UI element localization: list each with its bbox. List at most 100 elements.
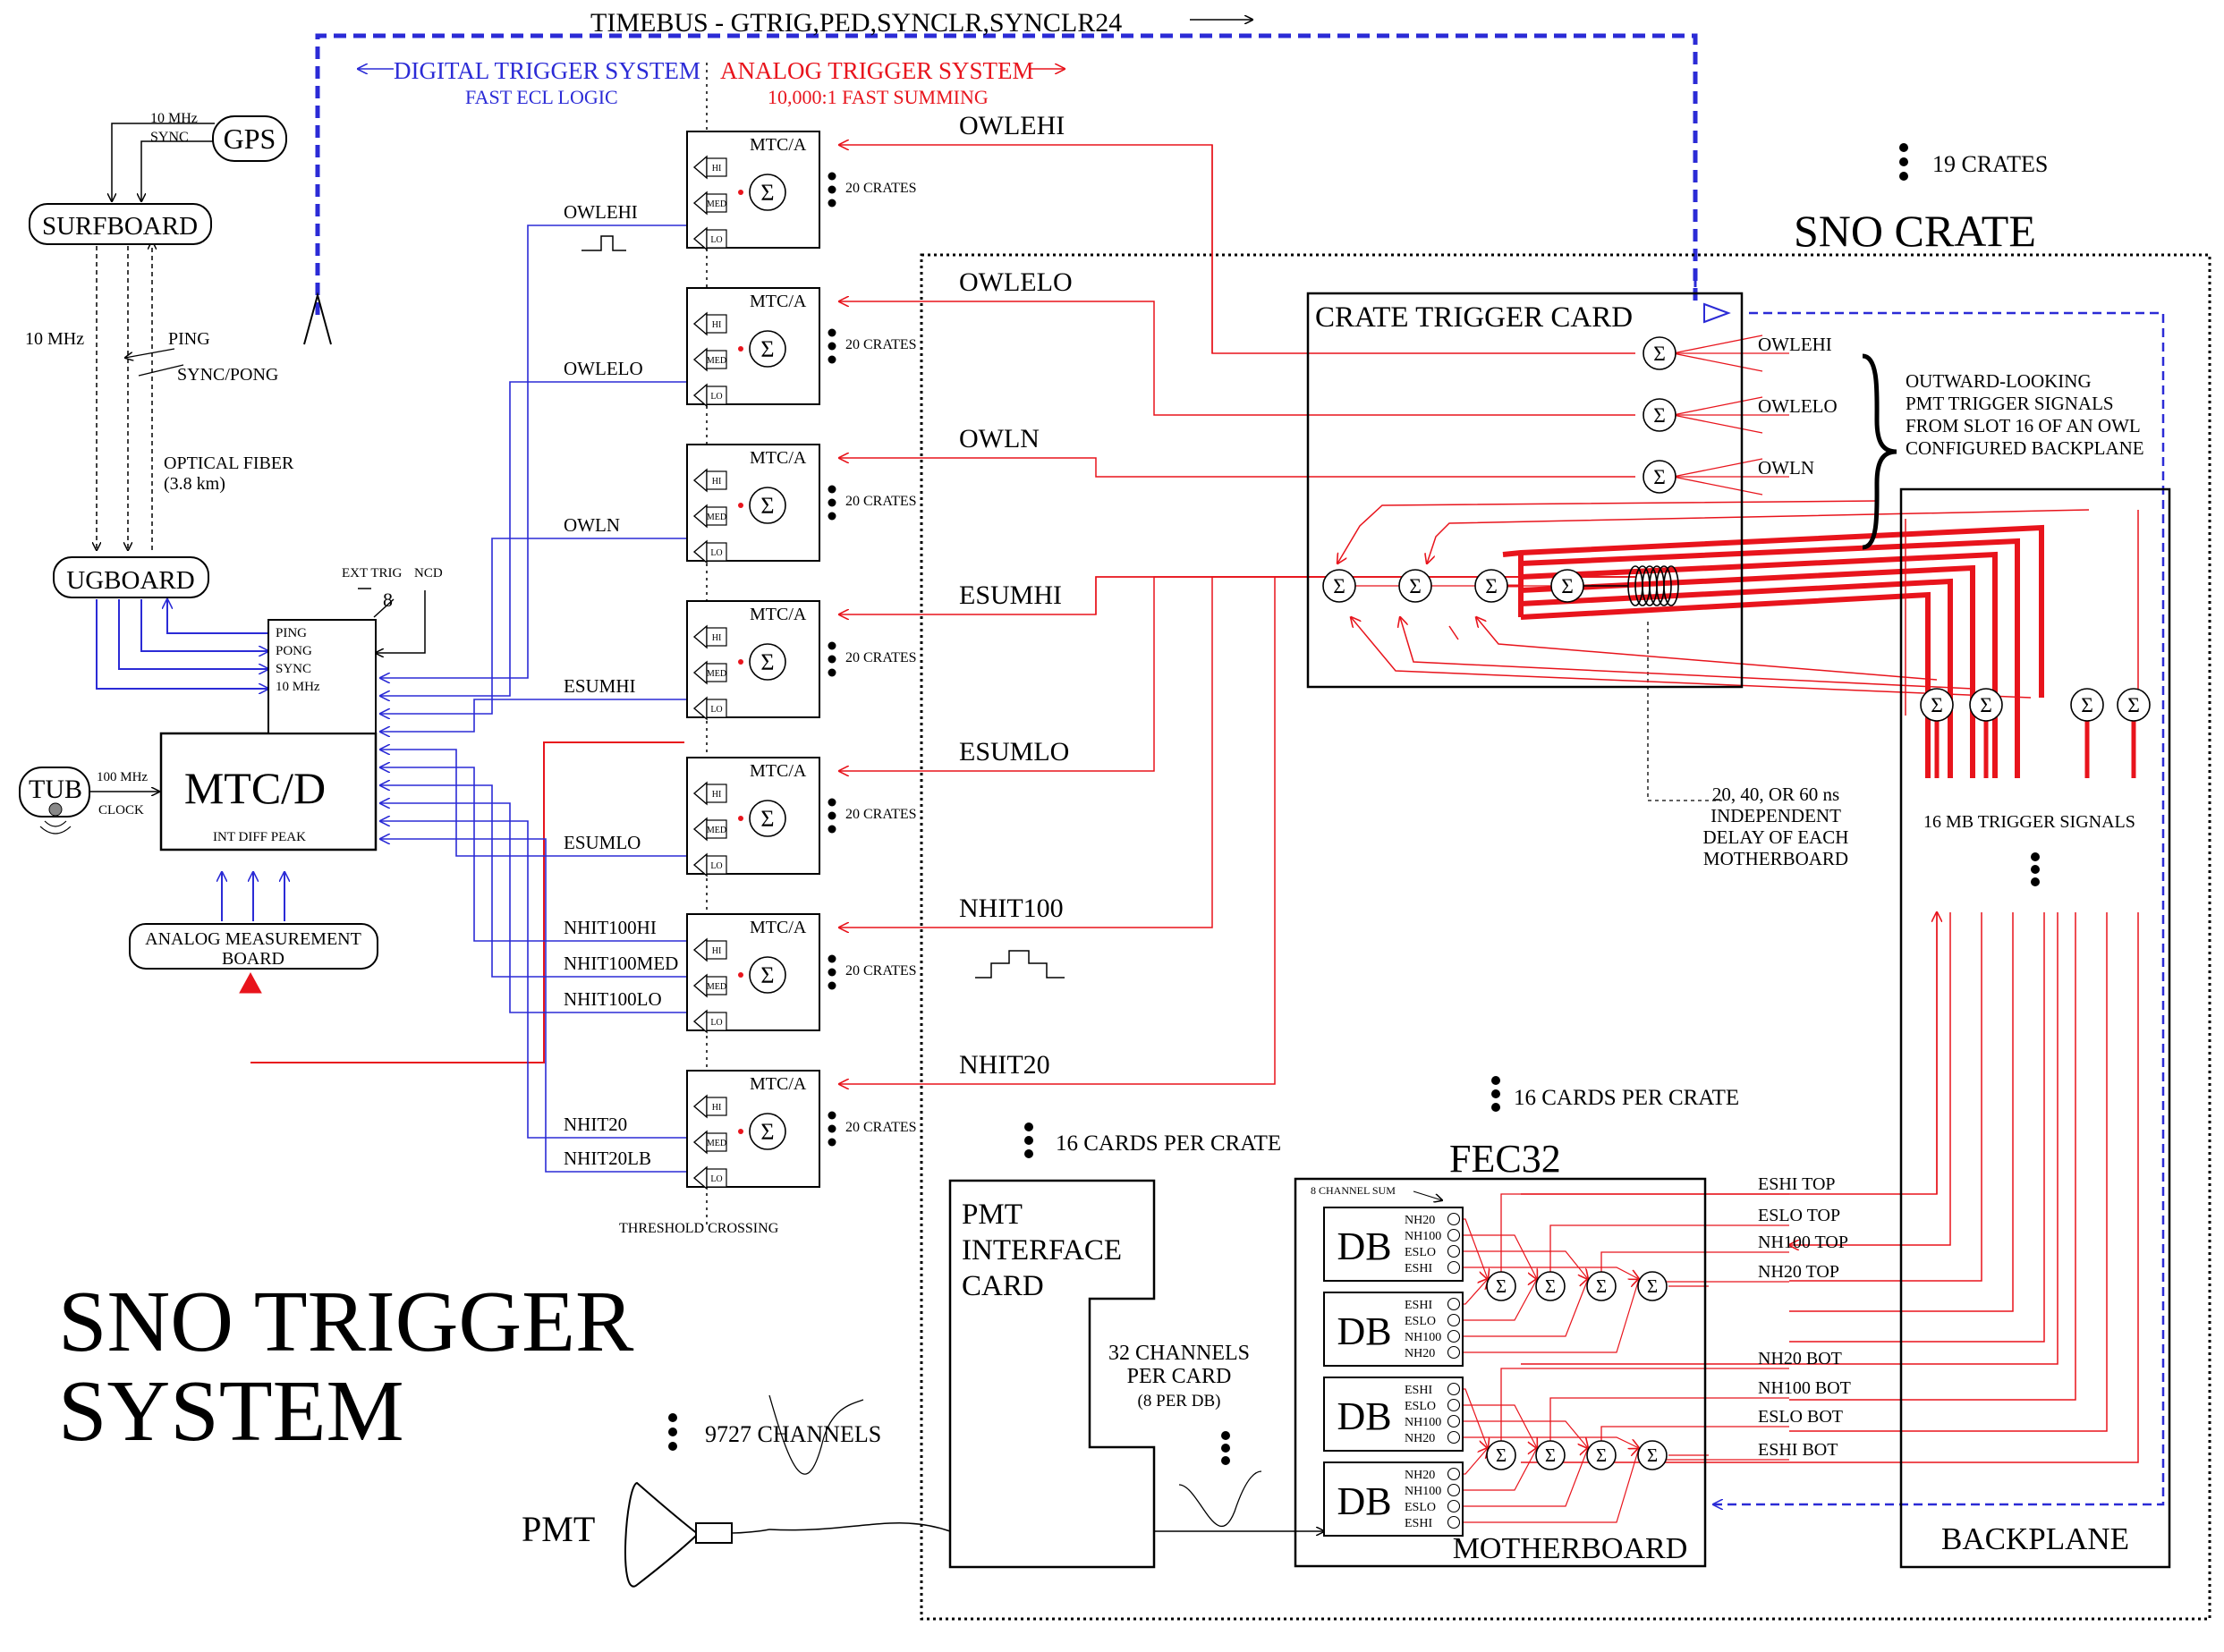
db-signal-label: ESHI — [1405, 1262, 1432, 1275]
pmt-bulb-icon — [624, 1481, 700, 1588]
sigma-symbol: Σ — [760, 649, 774, 675]
digital-trigger-wire — [380, 538, 687, 714]
ctc-esum-node — [1550, 569, 1584, 603]
comparator-level-box — [706, 157, 727, 177]
comparator-level-box — [706, 1132, 727, 1152]
crates-dot — [828, 655, 836, 664]
owl-sum-node — [1643, 460, 1676, 494]
db-to-mb-wire — [1460, 1388, 1488, 1448]
mb-top-output — [1500, 1193, 1789, 1272]
bus-width-label: 8 — [383, 589, 393, 611]
cards16-dot — [1491, 1103, 1500, 1112]
backplane-sum-node — [1969, 688, 2003, 722]
crates-dot — [828, 641, 836, 650]
timebus-label: TIMEBUS - GTRIG,PED,SYNCLR,SYNCLR24 — [590, 8, 1122, 38]
eight-sum-pointer — [1413, 1190, 1442, 1200]
mtca-sum-node — [749, 1113, 786, 1150]
ext-trig-label: EXT TRIG — [342, 566, 403, 580]
ugboard-box — [53, 556, 209, 598]
tub-box — [19, 767, 90, 818]
comparator-level: MED — [707, 199, 726, 209]
mb-trigger-label: 16 MB TRIGGER SIGNALS — [1923, 812, 2135, 832]
delay-note-line: DELAY OF EACH — [1703, 826, 1849, 848]
sigma-symbol: Σ — [1980, 694, 1992, 717]
comparator-level-box — [706, 855, 727, 875]
db-sum-node — [1447, 1345, 1461, 1360]
cards16-pic-dot — [1024, 1149, 1033, 1158]
db-sum-node — [1447, 1244, 1461, 1258]
owl-input-wire — [1672, 335, 1763, 354]
crates19-dot — [1899, 157, 1908, 166]
crates-dot — [828, 825, 836, 834]
comparator-level: MED — [707, 1139, 726, 1148]
sigma-symbol: Σ — [1496, 1276, 1507, 1297]
comparator-level: LO — [710, 392, 722, 402]
mtca-sum-node — [749, 174, 786, 211]
digital-trigger-label: DIGITAL TRIGGER SYSTEM — [394, 57, 700, 84]
backplane-label: BACKPLANE — [1941, 1521, 2129, 1556]
mtcd-input-box — [267, 619, 377, 734]
owl-note-line: OUTWARD-LOOKING — [1906, 370, 2092, 392]
comparator-level-box — [706, 784, 727, 803]
mtcd-input-label: SYNC — [276, 662, 311, 676]
channels9727-dot — [668, 1442, 677, 1451]
db-sum-node — [1447, 1313, 1461, 1327]
crates-label: 20 CRATES — [845, 650, 917, 665]
channels32-dot — [1221, 1456, 1230, 1465]
db-sum-node — [1447, 1467, 1461, 1481]
db-signal-label: ESHI — [1405, 1299, 1432, 1312]
comparator-level-box — [706, 1168, 727, 1188]
digital-line-label: OWLELO — [564, 358, 643, 379]
db-signal-label: NH20 — [1405, 1432, 1435, 1445]
db-signal-label: ESLO — [1405, 1400, 1436, 1413]
owl-note-line: FROM SLOT 16 OF AN OWL — [1906, 415, 2141, 436]
junction-dot — [738, 346, 743, 352]
mtcd-input-label: PING — [276, 626, 307, 640]
daughterboard-box — [1323, 1377, 1464, 1452]
digital-line-label: NHIT20LB — [564, 1148, 651, 1169]
db-label: DB — [1337, 1224, 1391, 1268]
pmt-interface-label: CARD — [962, 1270, 1044, 1302]
digital-line-label: NHIT100HI — [564, 917, 657, 938]
fiber-10mhz: 10 MHz — [25, 329, 84, 349]
sigma-symbol: Σ — [760, 180, 774, 206]
digital-trigger-wire — [380, 785, 687, 978]
sigma-symbol: Σ — [760, 806, 774, 832]
top-signal-label: ESHI TOP — [1758, 1174, 1836, 1194]
digital-trigger-wire — [380, 699, 687, 732]
mtca-signal-label: NHIT100 — [959, 894, 1064, 923]
junction-dot — [738, 816, 743, 821]
digital-line-label: ESUMLO — [564, 832, 641, 853]
comparator-level: MED — [707, 826, 726, 835]
tub-label: TUB — [29, 775, 82, 804]
channels9727-label: 9727 CHANNELS — [705, 1421, 881, 1447]
crates-label: 20 CRATES — [845, 181, 917, 196]
crates-label: 20 CRATES — [845, 1120, 917, 1135]
cards16-fec-label: 16 CARDS PER CRATE — [1514, 1086, 1739, 1110]
daughterboard-box — [1323, 1207, 1464, 1282]
junction-dot — [738, 659, 743, 665]
channels32-dot — [1221, 1444, 1230, 1453]
sigma-symbol: Σ — [1561, 575, 1574, 598]
ctc-esum-node — [1398, 569, 1432, 603]
comparator-level-box — [706, 193, 727, 213]
comparator-level-box — [706, 976, 727, 995]
comparator-level-box — [706, 506, 727, 526]
comparator-level-box — [706, 385, 727, 405]
digital-trigger-wire — [380, 839, 687, 1173]
comparator-level-box — [706, 819, 727, 839]
comparator-level: HI — [712, 164, 722, 174]
mtcd-box — [159, 732, 378, 851]
delay-coil-icon — [1663, 565, 1679, 606]
mtca-label: MTC/A — [750, 918, 807, 937]
mtca-sum-node — [749, 800, 786, 837]
mtca-sum-node — [749, 487, 786, 524]
mtca-signal-label: OWLEHI — [959, 111, 1065, 140]
sigma-symbol: Σ — [1545, 1445, 1556, 1466]
crates-dot — [828, 1124, 836, 1133]
daughterboard-box — [1323, 1461, 1464, 1537]
backplane-sum-node — [2117, 688, 2151, 722]
crates-dot — [828, 811, 836, 820]
db-to-mb-wire — [1460, 1279, 1537, 1321]
comparator-level: HI — [712, 790, 722, 800]
